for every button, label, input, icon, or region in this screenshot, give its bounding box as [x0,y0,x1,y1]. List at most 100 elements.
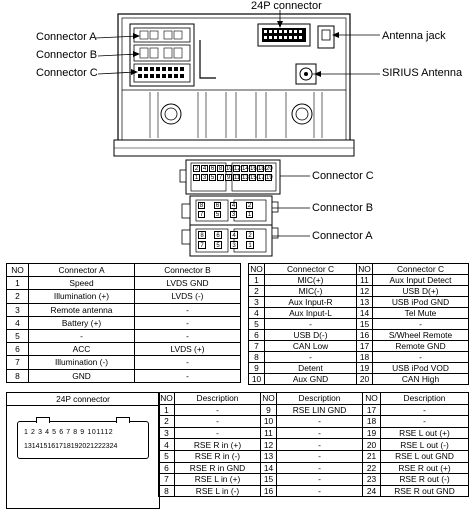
connector-ab-table-cell: ACC [28,342,135,357]
connector-c-table-cell: 18 [356,351,373,363]
connector-a-pin: 6 [214,231,222,239]
p24-table-header-cell: Description [174,392,261,405]
connector-c-pin: 2 [193,165,200,172]
p24-table-cell: RSE R out (+) [380,461,469,475]
p24-table-cell: 1 [158,403,175,417]
connector-b-pin: 5 [214,211,221,218]
p24-table-cell: - [276,473,363,486]
connector-c-table-cell: Aux Input-L [264,307,357,319]
p24-table-cell: 9 [260,403,277,417]
connector-c-pin: 17 [257,174,265,181]
p24-table-cell: RSE R in (-) [174,449,261,463]
connector-b-pin: 3 [230,211,237,218]
connector-c-pin: 12 [233,165,241,172]
connector-ab-table-cell: GND [28,368,135,383]
p24-table-cell: - [380,403,469,417]
p24-table-cell: 13 [260,449,277,463]
connector-ab-table-cell: 8 [6,368,29,383]
p24-table-header-cell: NO [158,392,175,405]
connector-c-pin: 1 [193,174,200,181]
connector-c-table-cell: USB iPod VOD [372,362,469,374]
connector-ab-table-cell: 5 [6,328,29,344]
p24-table-cell: - [174,415,261,428]
p24-table-cell: 6 [158,461,175,475]
p24-table-cell: RSE R in (+) [174,438,261,451]
connector-c-table-cell: - [264,351,357,363]
p24-panel-title: 24P connector [7,393,159,406]
p24-table-cell: 10 [260,415,277,428]
connector-c-pin: 9 [225,174,232,181]
connector-c-table-cell: CAN High [372,373,469,385]
connector-c-table-cell: Aux Input-R [264,296,357,308]
p24-table-cell: 18 [362,415,381,428]
connector-ab-table-header-cell: Connector A [28,262,135,278]
connector-a-pin: 7 [198,241,206,249]
connector-c-table-header-cell: NO [356,263,373,275]
connector-c-table-cell: 16 [356,329,373,341]
connector-c-table-cell: USB D(+) [372,285,469,297]
connector-c-table-cell: Tel Mute [372,307,469,319]
connector-c-pin: 20 [265,165,273,172]
connector-a-pin: 1 [246,241,254,249]
p24-table-cell: RSE L in (-) [174,484,261,498]
connector-c-table-cell: 11 [356,274,373,286]
label-antenna-jack: Antenna jack [382,30,446,42]
p24-table-cell: - [276,449,363,463]
connector-b-pin: 1 [246,211,253,218]
p24-table-cell: - [276,461,363,475]
label-connector-c: Connector C [36,67,98,79]
p24-pins-bottom: 131415161718192021222324 [24,443,118,450]
p24-table-cell: 17 [362,403,381,417]
connector-ab-table-cell: 6 [6,342,29,357]
connector-c-table-cell: 20 [356,373,373,385]
connector-c-table-cell: CAN Low [264,340,357,352]
label-connector-b: Connector B [36,49,98,61]
connector-ab-table-cell: Battery (+) [28,315,135,330]
connector-ab-table-cell: LVDS (-) [134,289,241,304]
p24-table-cell: 15 [260,473,277,486]
connector-c-table-cell: Remote GND [372,340,469,352]
p24-table-cell: RSE L in (+) [174,473,261,486]
connector-a-pin: 2 [246,231,254,239]
connector-c-pin: 15 [249,174,257,181]
p24-table-cell: 4 [158,438,175,451]
connector-c-pin: 3 [201,174,208,181]
p24-table-cell: 19 [362,426,381,440]
p24-table-cell: RSE R in GND [174,461,261,475]
p24-table-cell: - [276,426,363,440]
connector-ab-table-cell: Speed [28,276,135,291]
connector-c-table-cell: 7 [248,340,265,352]
connector-c-pin: 6 [209,165,216,172]
connector-c-pin: 19 [265,174,273,181]
connector-c-table-cell: - [372,351,469,363]
p24-table-cell: 5 [158,449,175,463]
connector-a-pin: 4 [230,231,238,239]
p24-table-cell: 22 [362,461,381,475]
connector-c-table-cell: 12 [356,285,373,297]
connector-ab-table-cell: 3 [6,302,29,317]
connector-c-table-cell: 19 [356,362,373,374]
p24-table-header-cell: Description [276,392,363,405]
label-connector-b-pinout: Connector B [312,202,374,214]
p24-table-cell: 23 [362,473,381,486]
connector-c-pin: 16 [249,165,257,172]
p24-table-cell: RSE R out GND [380,484,469,498]
connector-c-table-cell: 9 [248,362,265,374]
connector-a-pin: 3 [230,241,238,249]
label-sirius-antenna: SIRIUS Antenna [382,67,463,79]
connector-c-table-cell: 13 [356,296,373,308]
